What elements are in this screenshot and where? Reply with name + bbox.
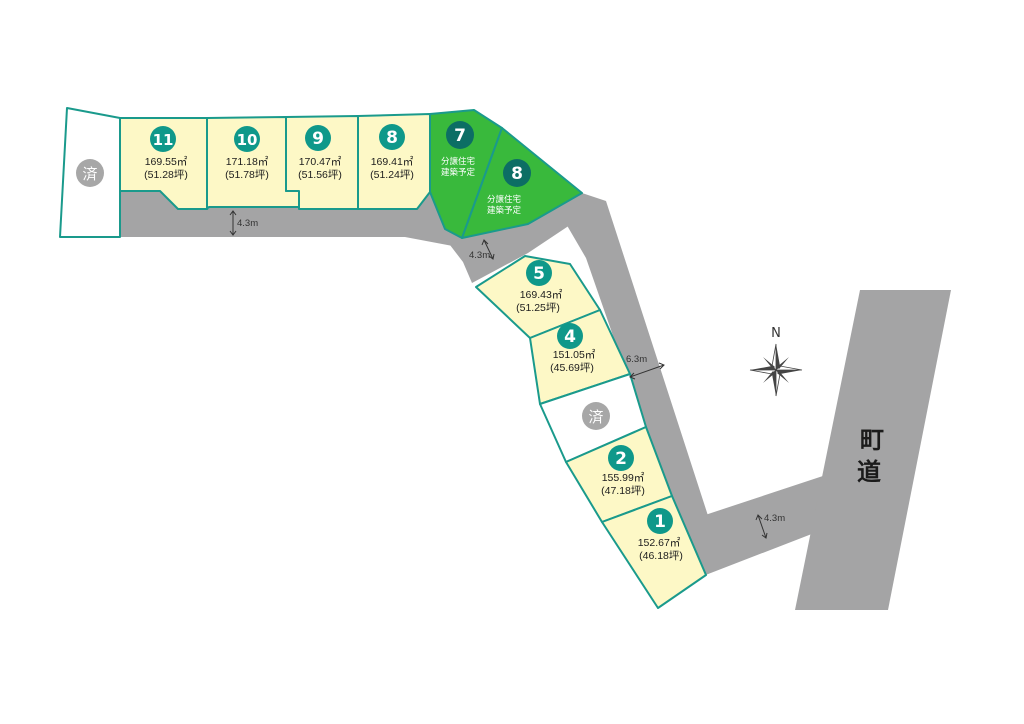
north-access-road (120, 191, 474, 250)
width-arrow-bend-head-top (481, 239, 489, 246)
lot-4-badge (557, 323, 583, 349)
width-arrow-connector (757, 514, 767, 539)
lot-4-area-tsubo: (45.69坪) (550, 361, 594, 374)
lot-5-label: 5 169.43㎡ (51.25坪) (516, 260, 563, 314)
lot-5-badge (526, 260, 552, 286)
lot-1-area-tsubo: (46.18坪) (639, 549, 683, 562)
lot-9-area-m2: 170.47㎡ (299, 156, 342, 168)
lot-2-area-m2: 155.99㎡ (602, 472, 645, 484)
width-arrow-connector-head-bottom (761, 532, 768, 539)
lot-2-badge (608, 445, 634, 471)
lot-4-label: 4 151.05㎡ (45.69坪) (550, 323, 596, 374)
lot-2-label: 2 155.99㎡ (47.18坪) (601, 445, 645, 497)
town-road (795, 290, 951, 610)
lot-2-area-tsubo: (47.18坪) (601, 484, 645, 497)
lot-7-plan-badge (446, 121, 474, 149)
sold-label-east: 済 (588, 408, 603, 426)
lot-5-area-tsubo: (51.25坪) (516, 301, 560, 314)
lot-11-label: 11 169.55㎡ (51.28坪) (144, 126, 188, 181)
lot-8-north-area-tsubo: (51.24坪) (370, 168, 414, 181)
sold-badge-west: 済 (76, 159, 104, 187)
lot-1-area-m2: 152.67㎡ (638, 537, 681, 549)
lot-8-plan-number: 8 (511, 164, 523, 184)
town-road-label-top: 町 (860, 426, 884, 454)
width-marker-bend: 4.3m (469, 239, 495, 261)
width-marker-main: 6.3m (626, 354, 665, 380)
lot-8-plan-badge (503, 159, 531, 187)
lot-8-north-label: 8 169.41㎡ (51.24坪) (370, 124, 414, 181)
width-arrow-bend (483, 239, 494, 260)
width-label-connector: 4.3m (764, 513, 785, 524)
lot-10-area-tsubo: (51.78坪) (225, 168, 269, 181)
lot-11-area-m2: 169.55㎡ (145, 156, 188, 168)
sold-badge-west-circle (76, 159, 104, 187)
width-marker-north: 4.3m (229, 210, 258, 236)
lot-1-label: 1 152.67㎡ (46.18坪) (638, 508, 683, 562)
width-arrow-main-head-right (658, 362, 665, 370)
lots (59, 107, 707, 609)
lot-7-plan-number: 7 (454, 126, 466, 146)
lot-4-number: 4 (564, 327, 576, 347)
width-arrow-north-head-top (229, 210, 237, 216)
width-label-north: 4.3m (237, 218, 258, 229)
lot-7-plan-label: 7 分譲住宅 建築予定 (441, 121, 476, 178)
lot-8-plan-note-2: 建築予定 (487, 205, 522, 216)
lot-8-north-area-m2: 169.41㎡ (371, 156, 414, 168)
lot-1[interactable] (601, 495, 707, 609)
lot-7-plan-note-2: 建築予定 (441, 167, 476, 178)
roads (120, 191, 951, 610)
lot-10-number: 10 (237, 131, 258, 149)
lot-9-label: 9 170.47㎡ (51.56坪) (298, 125, 342, 181)
lot-1-number: 1 (654, 512, 666, 532)
sold-badge-east: 済 (582, 402, 610, 430)
lot-10-badge (234, 126, 260, 152)
width-label-main: 6.3m (626, 354, 647, 365)
sold-label-west: 済 (82, 165, 97, 183)
width-arrow-main-head-left (629, 372, 636, 380)
lot-8-plan-label: 8 分譲住宅 建築予定 (487, 159, 531, 216)
lot-8-north-number: 8 (386, 128, 398, 148)
lot-11-area-tsubo: (51.28坪) (144, 168, 188, 181)
lot-11-number: 11 (153, 131, 174, 149)
north-label: N (771, 326, 781, 341)
lot-8-north[interactable] (357, 113, 431, 210)
lot-5-area-m2: 169.43㎡ (520, 289, 563, 301)
lot-5[interactable] (475, 255, 601, 339)
lot-8-north-badge (379, 124, 405, 150)
lot-5-number: 5 (533, 264, 545, 284)
compass-rose-icon (749, 343, 803, 397)
lot-2-number: 2 (615, 449, 627, 469)
lot-9-area-tsubo: (51.56坪) (298, 168, 342, 181)
width-label-bend: 4.3m (469, 250, 490, 261)
lot-8-plan-note-1: 分譲住宅 (487, 194, 521, 205)
lot-10-area-m2: 171.18㎡ (226, 156, 269, 168)
lot-11-badge (150, 126, 176, 152)
lot-9-badge (305, 125, 331, 151)
town-road-label-bottom: 道 (857, 458, 881, 486)
lot-9-number: 9 (312, 129, 324, 149)
lot-7-plan-note-1: 分譲住宅 (441, 156, 475, 167)
width-marker-connector: 4.3m (755, 513, 785, 539)
lot-4-area-m2: 151.05㎡ (553, 349, 596, 361)
width-arrow-connector-head-top (755, 514, 763, 521)
lot-1-badge (647, 508, 673, 534)
connector-road (690, 472, 835, 576)
width-arrow-main (629, 364, 665, 378)
lot-10-label: 10 171.18㎡ (51.78坪) (225, 126, 269, 181)
width-arrow-bend-head-bottom (488, 253, 495, 260)
north-compass: N (749, 326, 803, 397)
width-arrow-north-head-bottom (229, 230, 237, 236)
sold-badge-east-circle (582, 402, 610, 430)
